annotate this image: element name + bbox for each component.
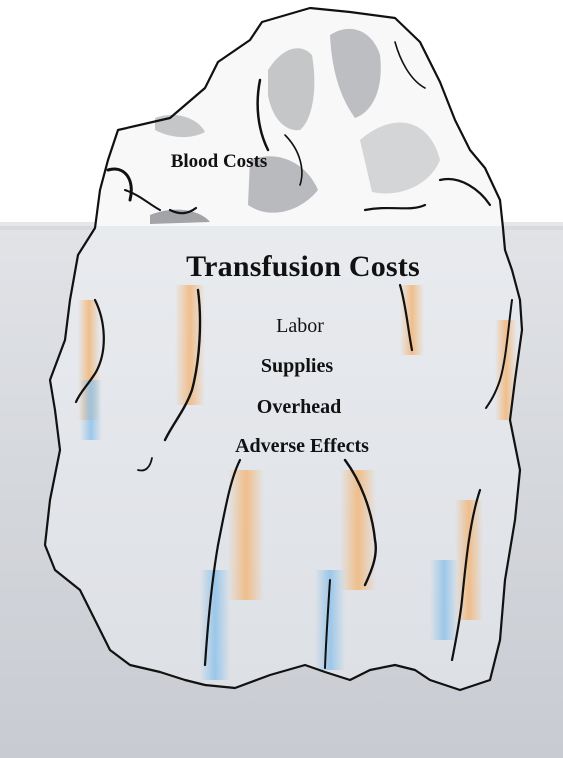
blood-costs-label: Blood Costs	[171, 152, 268, 171]
cost-item-labor: Labor	[276, 316, 324, 336]
cost-item-overhead: Overhead	[257, 397, 341, 417]
cost-item-supplies: Supplies	[261, 356, 333, 376]
transfusion-costs-title: Transfusion Costs	[186, 252, 420, 282]
cost-item-adverse-effects: Adverse Effects	[235, 436, 369, 456]
